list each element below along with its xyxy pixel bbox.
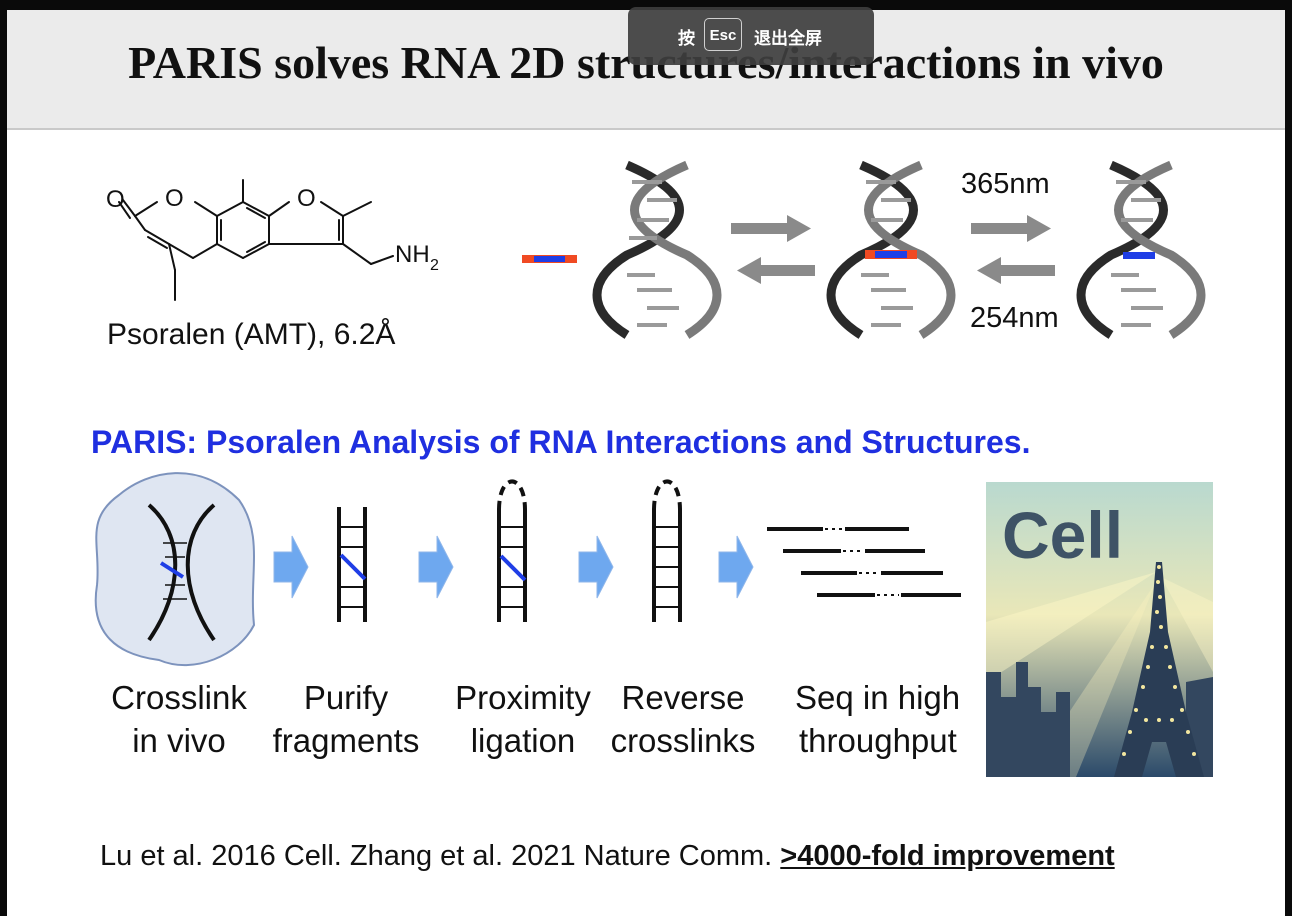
step-reverse-line2: crosslinks <box>610 722 756 759</box>
purified-fragment-icon <box>337 507 367 622</box>
cell-journal-cover: Cell <box>986 482 1213 777</box>
wavelength-254nm: 254nm <box>970 302 1059 334</box>
citation: Lu et al. 2016 Cell. Zhang et al. 2021 N… <box>100 840 1115 873</box>
sequencing-reads-icon <box>767 527 961 597</box>
flow-arrow-1 <box>273 535 309 599</box>
dna-helix-1 <box>592 160 722 339</box>
step-proximity-line2: ligation <box>470 722 576 759</box>
exit-hint-prefix: 按 <box>678 29 695 49</box>
psoralen-label: Psoralen (AMT), 6.2Å <box>107 318 396 351</box>
step-crosslink-line1: Crosslink <box>111 679 247 716</box>
flow-arrow-4 <box>718 535 754 599</box>
reversed-crosslink-icon <box>652 479 682 622</box>
step-crosslink-line2: in vivo <box>132 722 226 759</box>
atom-nh2-subscript: 2 <box>430 257 439 274</box>
psoralen-structure: O O O NH 2 <box>106 179 439 301</box>
improvement-highlight: >4000-fold improvement <box>780 840 1115 872</box>
cell-blob-icon <box>94 472 256 666</box>
step-purify: Purify fragments <box>265 676 427 762</box>
step-proximity-line1: Proximity <box>455 679 591 716</box>
cell-logo: Cell <box>1002 498 1123 572</box>
atom-nh: NH <box>395 241 430 268</box>
esc-key-icon: Esc <box>704 18 742 51</box>
step-purify-line1: Purify <box>303 679 389 716</box>
dna-helix-3 <box>1076 160 1206 339</box>
citation-text: Lu et al. 2016 Cell. Zhang et al. 2021 N… <box>100 840 781 872</box>
uv-arrows <box>971 215 1055 284</box>
wavelength-365nm: 365nm <box>961 168 1050 200</box>
exit-fullscreen-hint[interactable]: 按 Esc 退出全屏 <box>628 7 874 65</box>
psoralen-bar <box>522 255 577 263</box>
step-proximity: Proximity ligation <box>447 676 599 762</box>
step-sequencing: Seq in high throughput <box>787 676 979 762</box>
atom-o-ring: O <box>165 185 184 212</box>
step-purify-line2: fragments <box>272 722 420 759</box>
atom-o-carbonyl: O <box>106 186 125 213</box>
equilibrium-arrows-1 <box>731 215 815 284</box>
step-crosslink: Crosslink in vivo <box>99 676 259 762</box>
step-reverse: Reverse crosslinks <box>602 676 764 762</box>
paris-subtitle: PARIS: Psoralen Analysis of RNA Interact… <box>91 424 1031 460</box>
flow-arrow-3 <box>578 535 614 599</box>
dna-helix-2 <box>826 160 956 339</box>
flow-arrow-2 <box>418 535 454 599</box>
step-sequencing-line1: Seq in high <box>795 679 961 716</box>
exit-hint-suffix: 退出全屏 <box>754 29 822 49</box>
proximity-ligation-icon <box>497 479 527 622</box>
atom-o-furan: O <box>297 185 316 212</box>
slide: PARIS solves RNA 2D structures/interacti… <box>7 10 1285 916</box>
step-reverse-line1: Reverse <box>621 679 745 716</box>
step-sequencing-line2: throughput <box>799 722 957 759</box>
